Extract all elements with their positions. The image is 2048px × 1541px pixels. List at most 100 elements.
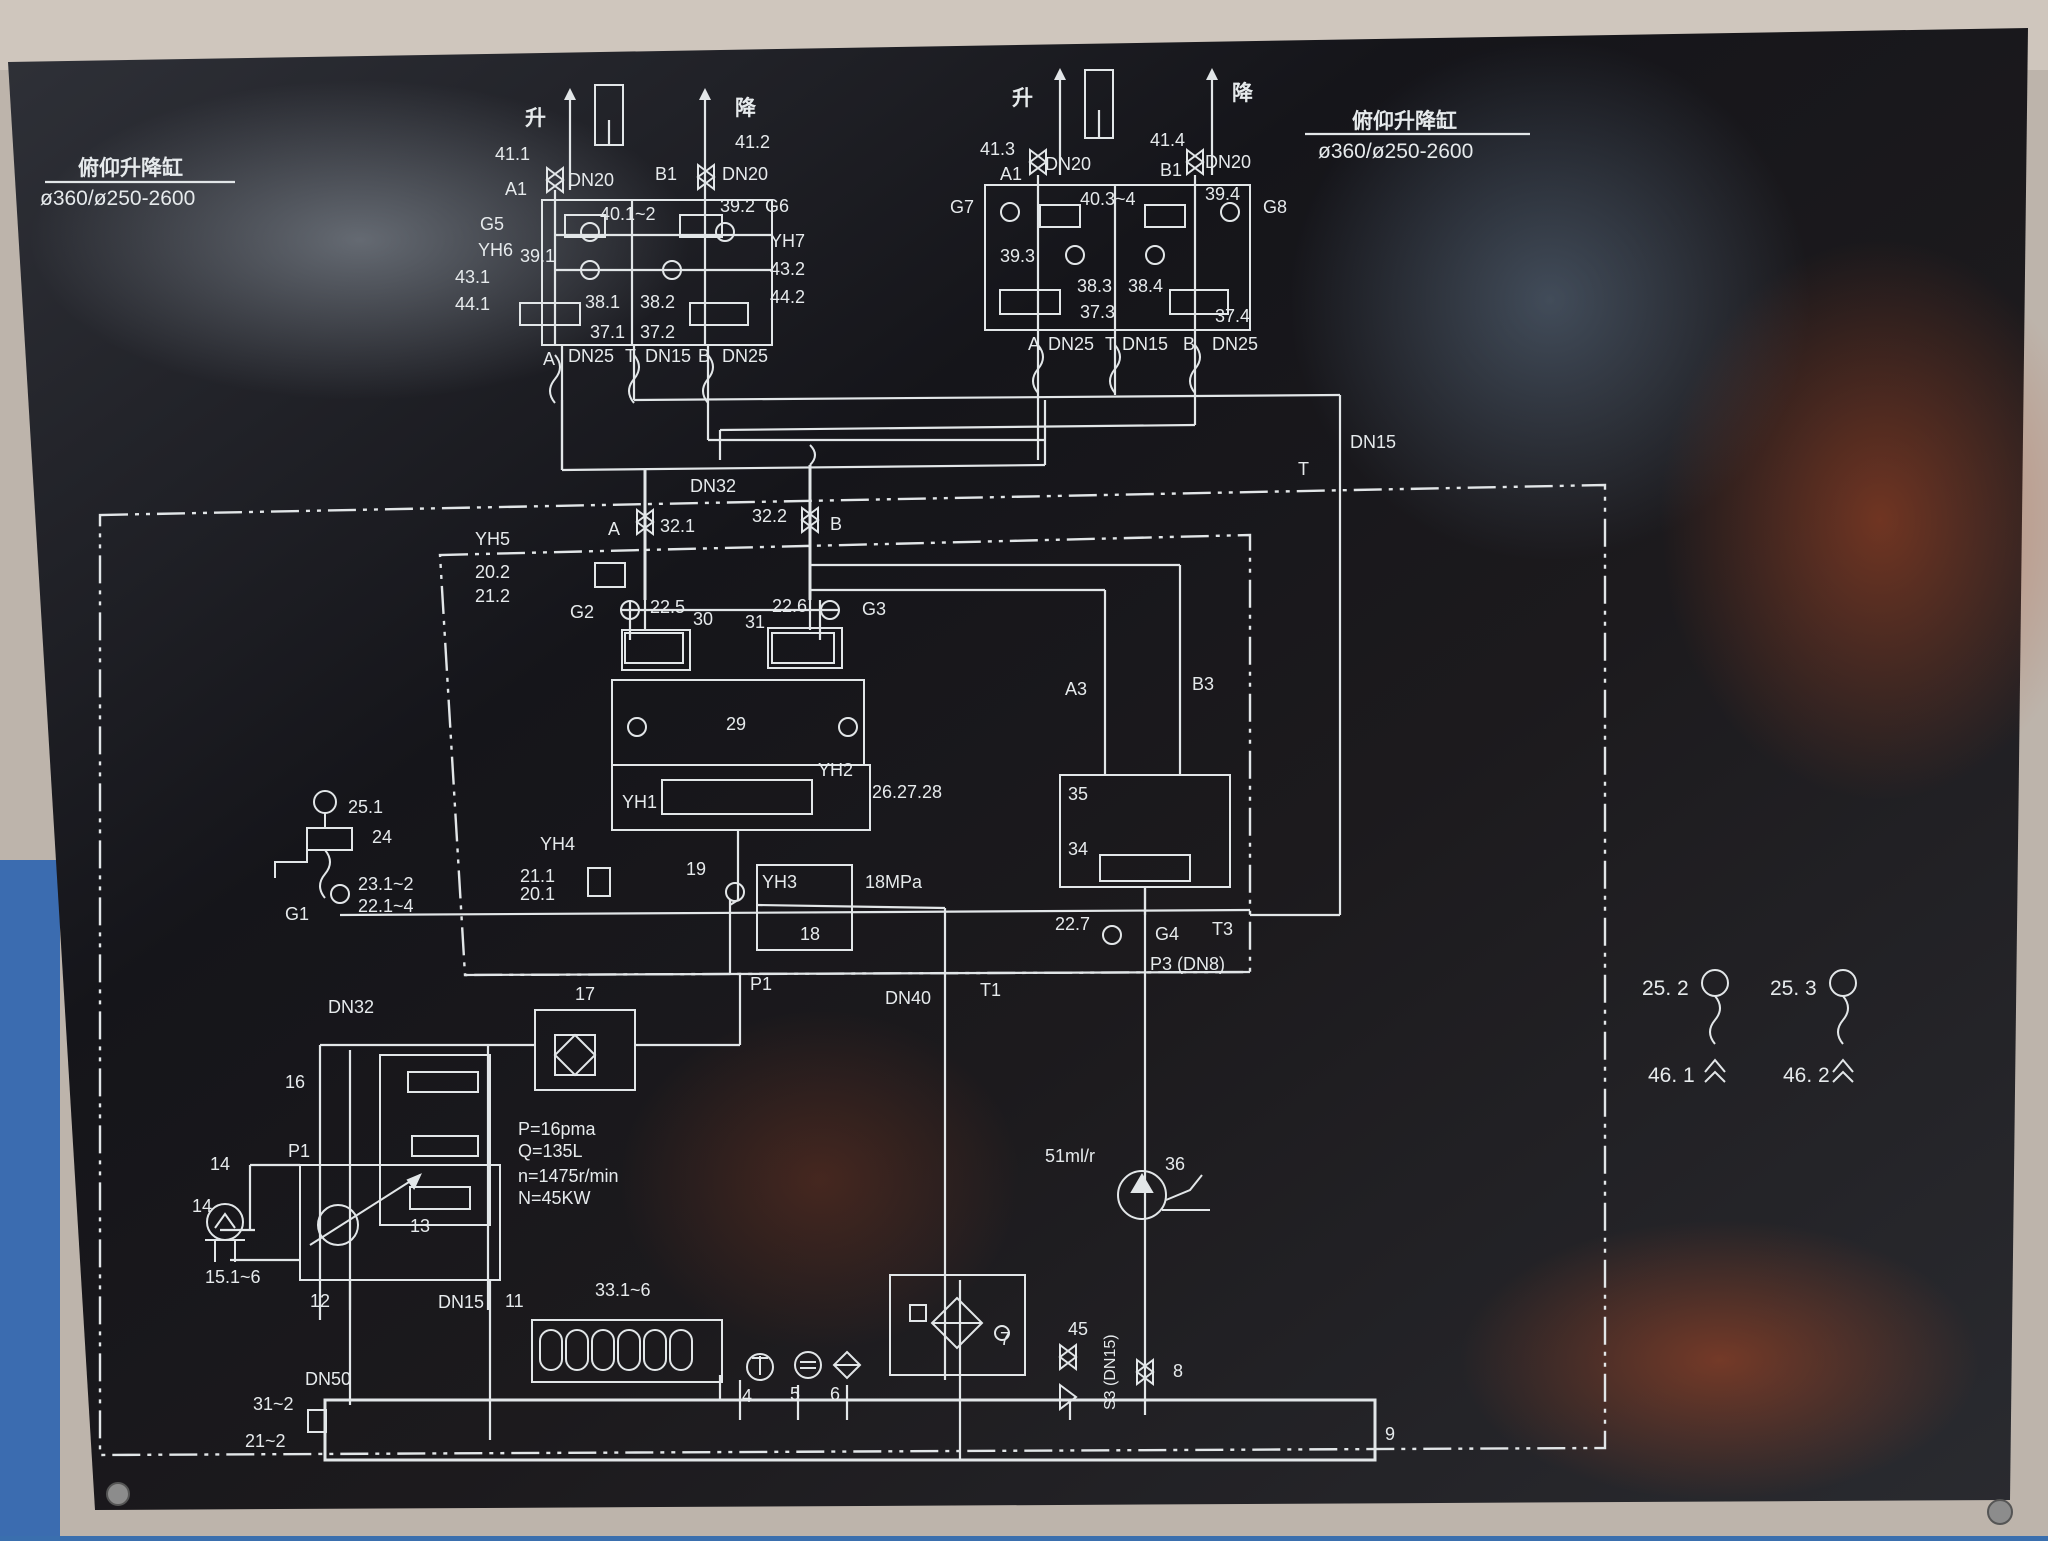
port-label: B <box>1183 334 1195 354</box>
solenoid-label: YH7 <box>770 231 805 251</box>
component-label: 14 <box>192 1196 212 1216</box>
size-label: DN15 <box>1350 432 1396 452</box>
ball-valve-icon <box>1028 148 1048 176</box>
component-label: 41.4 <box>1150 130 1185 150</box>
component-label: 39.2 <box>720 196 755 216</box>
solenoid-label: YH1 <box>622 792 657 812</box>
component-label: 43.2 <box>770 259 805 279</box>
port-label: T1 <box>980 980 1001 1000</box>
size-label: DN25 <box>1048 334 1094 354</box>
component-label: 38.4 <box>1128 276 1163 296</box>
port-label: G5 <box>480 214 504 234</box>
port-label: G1 <box>285 904 309 924</box>
check-valve-icon <box>330 202 1240 945</box>
port-label: P1 <box>750 974 772 994</box>
port-label: G8 <box>1263 197 1287 217</box>
displacement-label: 51ml/r <box>1045 1146 1095 1166</box>
component-label: 22.7 <box>1055 914 1090 934</box>
component-label: 22.6 <box>772 596 807 616</box>
blue-machine-body <box>0 860 60 1536</box>
hose-coupling-icon <box>549 344 1201 466</box>
component-label: 12 <box>310 1291 330 1311</box>
component-label: 29 <box>726 714 746 734</box>
port-label: B <box>698 346 710 366</box>
cylinder-label-left: 俯仰升降缸 <box>78 156 183 180</box>
port-label: B1 <box>655 164 677 184</box>
component-label: 38.1 <box>585 292 620 312</box>
size-label: DN32 <box>328 997 374 1017</box>
cylinder-label-right: 俯仰升降缸 <box>1352 109 1457 133</box>
return-filter-icon <box>909 1296 1010 1350</box>
component-label: 45 <box>1068 1319 1088 1339</box>
component-label: 41.2 <box>735 132 770 152</box>
filter-icon <box>553 1033 597 1077</box>
size-label: DN20 <box>1045 154 1091 174</box>
component-label: 24 <box>372 827 392 847</box>
port-label: G6 <box>765 196 789 216</box>
component-label: 39.4 <box>1205 184 1240 204</box>
size-label: DN25 <box>568 346 614 366</box>
ball-valve-icon <box>1058 1343 1078 1371</box>
raise-label: 升 <box>525 107 546 130</box>
port-label: B <box>830 514 842 534</box>
solenoid-label: YH2 <box>818 760 853 780</box>
size-label: DN15 <box>645 346 691 366</box>
component-label: 32.1 <box>660 516 695 536</box>
heater-coils-icon <box>539 1329 693 1371</box>
component-label: 30 <box>693 609 713 629</box>
component-label: 38.3 <box>1077 276 1112 296</box>
line-label: B3 <box>1192 674 1214 694</box>
arrow-up-icon <box>564 88 576 190</box>
ball-valve-icon <box>1135 1358 1155 1386</box>
size-label: DN25 <box>1212 334 1258 354</box>
level-gauge-icon <box>794 1351 822 1379</box>
ball-valve-icon <box>696 163 716 191</box>
component-label: 37.4 <box>1215 306 1250 326</box>
component-label: 33.1~6 <box>595 1280 651 1300</box>
corner-screw <box>1987 1499 2013 1525</box>
port-label: P1 <box>288 1141 310 1161</box>
pump-spec-speed: n=1475r/min <box>518 1166 619 1186</box>
component-label: 26.27.28 <box>872 782 942 802</box>
solenoid-valve-icon <box>407 204 1229 1210</box>
component-label: 38.2 <box>640 292 675 312</box>
component-label: 23.1~2 <box>358 874 414 894</box>
size-label: DN20 <box>568 170 614 190</box>
component-label: 16 <box>285 1072 305 1092</box>
component-label: 20.2 <box>475 562 510 582</box>
pressure-gauge-icon <box>313 790 1857 1083</box>
component-label: 34 <box>1068 839 1088 859</box>
component-label: 37.2 <box>640 322 675 342</box>
component-label: 39.3 <box>1000 246 1035 266</box>
size-label: DN40 <box>885 988 931 1008</box>
component-label: 43.1 <box>455 267 490 287</box>
component-label: 19 <box>686 859 706 879</box>
component-label: 35 <box>1068 784 1088 804</box>
component-label: 15.1~6 <box>205 1267 261 1287</box>
component-label: 31 <box>745 612 765 632</box>
size-label: DN25 <box>722 346 768 366</box>
air-breather-icon <box>832 1350 862 1380</box>
pump-spec-flow: Q=135L <box>518 1141 583 1161</box>
component-label: 22.1~4 <box>358 896 414 916</box>
corner-screw <box>106 1482 130 1506</box>
component-label: 9 <box>1385 1424 1395 1444</box>
component-label: 25. 3 <box>1770 977 1817 1000</box>
port-label: T <box>1105 334 1116 354</box>
lower-label: 降 <box>1232 81 1254 105</box>
arrow-up-icon <box>1206 68 1218 175</box>
component-label: 46. 1 <box>1648 1064 1695 1087</box>
component-label: 46. 2 <box>1783 1064 1830 1087</box>
thermometer-icon <box>746 1353 774 1381</box>
component-label: 17 <box>575 984 595 1004</box>
ball-valve-icon <box>1185 148 1205 176</box>
component-label: 21~2 <box>245 1431 286 1451</box>
component-label: 37.3 <box>1080 302 1115 322</box>
port-label: A <box>543 349 555 369</box>
component-label: 40.3~4 <box>1080 189 1136 209</box>
pump-spec-power: N=45KW <box>518 1188 591 1208</box>
motor-icon <box>205 1203 245 1262</box>
solenoid-label: YH5 <box>475 529 510 549</box>
port-label: A1 <box>1000 164 1022 184</box>
